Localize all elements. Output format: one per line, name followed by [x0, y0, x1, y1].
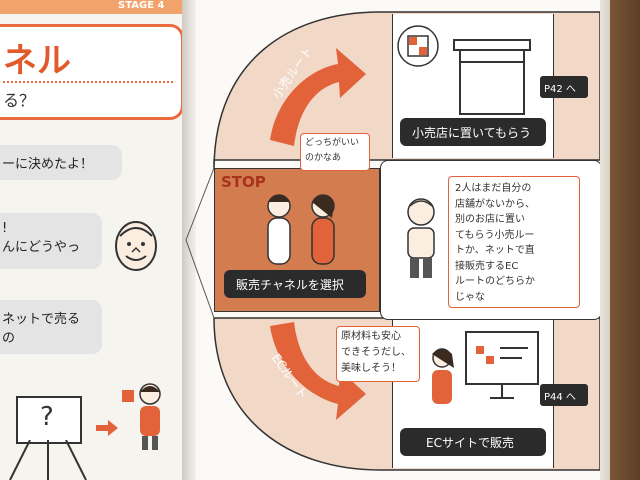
stage-header: STAGE 4 [0, 0, 186, 14]
retail-page-ref-text: P42 へ [544, 84, 576, 95]
title-card: ネル る？ [0, 24, 184, 120]
question-mark: ? [40, 402, 54, 432]
ec-label-text: ECサイトで販売 [426, 436, 514, 450]
small-arrow-icon [96, 420, 118, 436]
retail-label-box: 小売店に置いてもらう [400, 118, 546, 146]
ec-route-arrow [270, 322, 366, 420]
subtitle-fragment: る？ [3, 91, 36, 110]
old-man-figure-icon [407, 198, 435, 278]
retail-store-icon [453, 39, 531, 115]
old-man-face-icon [115, 221, 157, 271]
ec-bubble-text: 原材料も安心 できそうだし、 美味しそう！ [341, 331, 411, 374]
left-bubble-2: ! んにどうやっ [0, 213, 102, 269]
question-screen: ? [16, 396, 82, 444]
ec-label-box: ECサイトで販売 [400, 428, 546, 456]
left-page: STAGE 4 ネル る？ ーに決めたよ！ ! んにどうやっ ネットで売るの [0, 0, 186, 480]
couple-figures-icon [267, 194, 335, 265]
left-bubble-2-line1: ! [2, 221, 8, 236]
retail-route-arrow [270, 48, 366, 146]
explanation-text: 2人はまだ自分の 店舗がないから、 別のお店に置い てもらう小売ルー トか、ネッ… [455, 183, 535, 303]
retail-page-ref: P42 へ [540, 76, 588, 98]
title-divider [3, 81, 173, 83]
left-bubble-1-text: ーに決めたよ！ [2, 157, 94, 172]
select-channel-box: 販売チャネルを選択 [224, 270, 366, 298]
select-channel-text: 販売チャネルを選択 [236, 278, 344, 292]
shop-window-icon [397, 25, 439, 67]
ec-bubble: 原材料も安心 できそうだし、 美味しそう！ [336, 326, 420, 382]
left-bubble-3-text: ネットで売るの [2, 312, 81, 346]
left-bubble-3: ネットで売るの [0, 300, 102, 354]
explanation-bubble: 2人はまだ自分の 店舗がないから、 別のお店に置い てもらう小売ルー トか、ネッ… [448, 176, 580, 308]
ec-page-ref: P44 へ [540, 384, 588, 406]
spine-shadow [182, 0, 196, 480]
stop-label: STOP [221, 173, 266, 191]
page-edge [600, 0, 610, 480]
thought-bubble-text: どっちがいい のかなあ [305, 138, 360, 163]
stage-label: STAGE 4 [118, 0, 165, 11]
thought-bubble: どっちがいい のかなあ [300, 133, 370, 171]
ec-page-ref-text: P44 へ [544, 392, 576, 403]
girl-with-gift-icon [122, 383, 161, 450]
retail-label-text: 小売店に置いてもらう [412, 126, 532, 140]
screen-legs [9, 440, 87, 480]
wood-table [610, 0, 640, 480]
title-fragment: ネル [3, 41, 71, 81]
left-bubble-2-line2: んにどうやっ [2, 240, 81, 255]
left-bubble-1: ーに決めたよ！ [0, 145, 122, 180]
monitor-with-shopper-icon [432, 331, 539, 404]
